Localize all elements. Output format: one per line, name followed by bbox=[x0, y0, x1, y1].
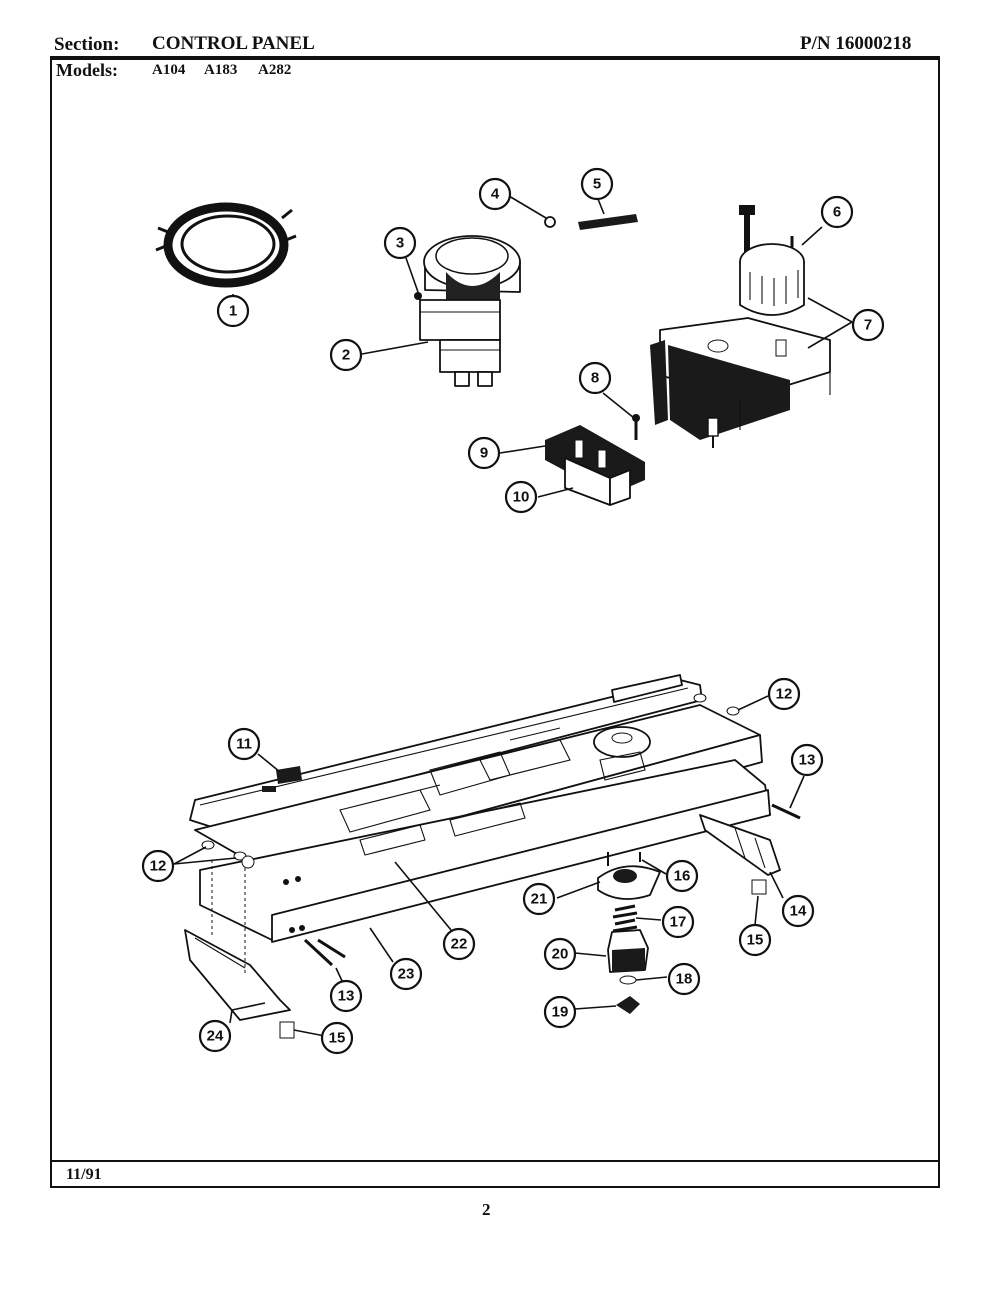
callout-label: 6 bbox=[833, 204, 841, 221]
callout-15-right: 15 bbox=[738, 923, 772, 957]
callout-22: 22 bbox=[442, 927, 476, 961]
clip-and-shaft-illustration bbox=[544, 214, 638, 230]
wire-harness-illustration bbox=[155, 202, 297, 288]
callout-13-left: 13 bbox=[329, 979, 363, 1013]
section-label: Section: bbox=[54, 34, 120, 55]
callout-label: 20 bbox=[552, 946, 569, 963]
callout-label: 21 bbox=[531, 891, 548, 908]
callout-label: 16 bbox=[674, 868, 691, 885]
callout-3: 3 bbox=[383, 226, 417, 260]
callout-label: 7 bbox=[864, 317, 872, 334]
callout-label: 1 bbox=[229, 303, 237, 320]
callout-label: 23 bbox=[398, 966, 415, 983]
page-number: 2 bbox=[482, 1200, 491, 1219]
callout-24: 24 bbox=[198, 1019, 232, 1053]
callout-6: 6 bbox=[820, 195, 854, 229]
callout-19: 19 bbox=[543, 995, 577, 1029]
callout-label: 10 bbox=[513, 489, 530, 506]
callout-18: 18 bbox=[667, 962, 701, 996]
section-value: CONTROL PANEL bbox=[152, 33, 315, 54]
callout-1: 1 bbox=[216, 294, 250, 328]
models-label: Models: bbox=[56, 60, 118, 80]
callout-label: 18 bbox=[676, 971, 693, 988]
callout-20: 20 bbox=[543, 937, 577, 971]
callout-label: 17 bbox=[670, 914, 687, 931]
footer-rule bbox=[50, 1160, 940, 1162]
callout-label: 3 bbox=[396, 235, 404, 252]
callout-label: 12 bbox=[776, 686, 793, 703]
callout-8: 8 bbox=[578, 361, 612, 395]
callout-7: 7 bbox=[851, 308, 885, 342]
callout-label: 15 bbox=[329, 1030, 346, 1047]
callout-15-left: 15 bbox=[320, 1021, 354, 1055]
model-a183: A183 bbox=[204, 62, 238, 78]
callout-label: 19 bbox=[552, 1004, 569, 1021]
callout-10: 10 bbox=[504, 480, 538, 514]
callout-label: 24 bbox=[207, 1028, 224, 1045]
selector-switch-illustration bbox=[414, 235, 521, 387]
callout-16: 16 bbox=[665, 859, 699, 893]
revision-date: 11/91 bbox=[66, 1166, 102, 1183]
callout-label: 2 bbox=[342, 347, 350, 364]
pushbutton-switch-illustration bbox=[545, 414, 645, 506]
callout-14: 14 bbox=[781, 894, 815, 928]
callout-label: 9 bbox=[480, 445, 488, 462]
callout-label: 14 bbox=[790, 903, 807, 920]
part-number: P/N 16000218 bbox=[800, 33, 912, 54]
callout-12-lower: 12 bbox=[141, 849, 175, 883]
diagram-frame bbox=[50, 58, 940, 1188]
callout-2: 2 bbox=[329, 338, 363, 372]
callout-label: 8 bbox=[591, 370, 599, 387]
timer-illustration bbox=[650, 205, 831, 448]
callout-label: 13 bbox=[338, 988, 355, 1005]
callout-13-right: 13 bbox=[790, 743, 824, 777]
leader-lines bbox=[173, 195, 853, 1038]
callout-label: 11 bbox=[236, 736, 252, 753]
callout-label: 12 bbox=[150, 858, 167, 875]
callout-5: 5 bbox=[580, 167, 614, 201]
callout-17: 17 bbox=[661, 905, 695, 939]
callout-label: 22 bbox=[451, 936, 468, 953]
callout-11: 11 bbox=[227, 727, 261, 761]
console-frame-illustration bbox=[184, 674, 801, 1039]
callout-4: 4 bbox=[478, 177, 512, 211]
callout-label: 5 bbox=[593, 176, 601, 193]
callout-label: 15 bbox=[747, 932, 764, 949]
callout-23: 23 bbox=[389, 957, 423, 991]
model-a282: A282 bbox=[258, 62, 292, 78]
callout-21: 21 bbox=[522, 882, 556, 916]
callout-12-upper: 12 bbox=[767, 677, 801, 711]
callout-label: 13 bbox=[799, 752, 816, 769]
callout-label: 4 bbox=[491, 186, 500, 203]
header-rule bbox=[50, 56, 940, 58]
callout-9: 9 bbox=[467, 436, 501, 470]
knob-assembly-illustration bbox=[597, 852, 661, 1014]
model-a104: A104 bbox=[152, 62, 186, 78]
